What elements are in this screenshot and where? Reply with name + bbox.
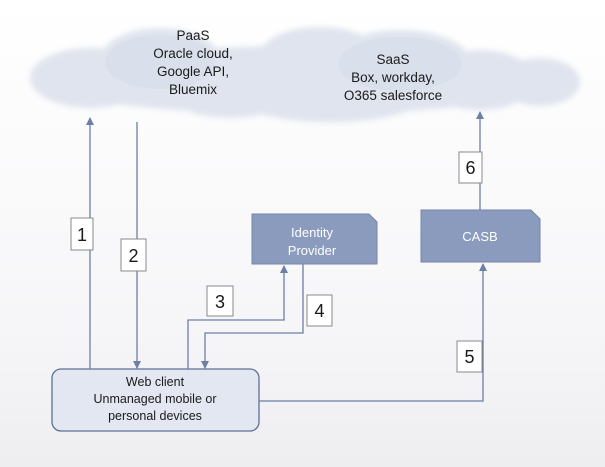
web-client-line-3: personal devices bbox=[108, 409, 202, 423]
step-1-number: 1 bbox=[77, 225, 87, 245]
step-2-number: 2 bbox=[128, 246, 138, 266]
step-4: 4 bbox=[306, 294, 333, 327]
paas-title: PaaS bbox=[176, 28, 209, 43]
identity-provider-line-1: Identity bbox=[291, 225, 333, 240]
saas-line-1: Box, workday, bbox=[351, 70, 435, 85]
cloud bbox=[30, 27, 580, 122]
paas-label: PaaS Oracle cloud, Google API, Bluemix bbox=[153, 28, 233, 97]
step-5-number: 5 bbox=[464, 347, 474, 367]
saas-line-2: O365 salesforce bbox=[344, 88, 442, 103]
step-5: 5 bbox=[456, 340, 483, 373]
web-client-line-1: Web client bbox=[126, 375, 185, 389]
step-4-number: 4 bbox=[314, 301, 324, 321]
identity-provider-box: Identity Provider bbox=[251, 213, 378, 265]
step-6: 6 bbox=[458, 151, 483, 184]
casb-box: CASB bbox=[420, 209, 541, 263]
saas-title: SaaS bbox=[376, 52, 409, 67]
paas-line-2: Google API, bbox=[157, 64, 229, 79]
step-3-number: 3 bbox=[215, 292, 225, 312]
identity-provider-line-2: Provider bbox=[288, 243, 337, 258]
arrow-5 bbox=[259, 263, 487, 402]
web-client-line-2: Unmanaged mobile or bbox=[94, 392, 217, 406]
step-3: 3 bbox=[206, 285, 234, 317]
step-6-number: 6 bbox=[465, 158, 475, 178]
step-1: 1 bbox=[70, 217, 94, 251]
casb-label: CASB bbox=[462, 229, 497, 244]
arrow-3 bbox=[187, 265, 288, 369]
step-labels: 1 2 3 4 5 6 bbox=[70, 151, 483, 373]
arrow-4 bbox=[201, 264, 304, 369]
paas-line-3: Bluemix bbox=[169, 82, 217, 97]
step-2: 2 bbox=[120, 238, 147, 272]
paas-line-1: Oracle cloud, bbox=[153, 46, 233, 61]
web-client-box: Web client Unmanaged mobile or personal … bbox=[51, 368, 260, 432]
saas-label: SaaS Box, workday, O365 salesforce bbox=[344, 52, 442, 103]
